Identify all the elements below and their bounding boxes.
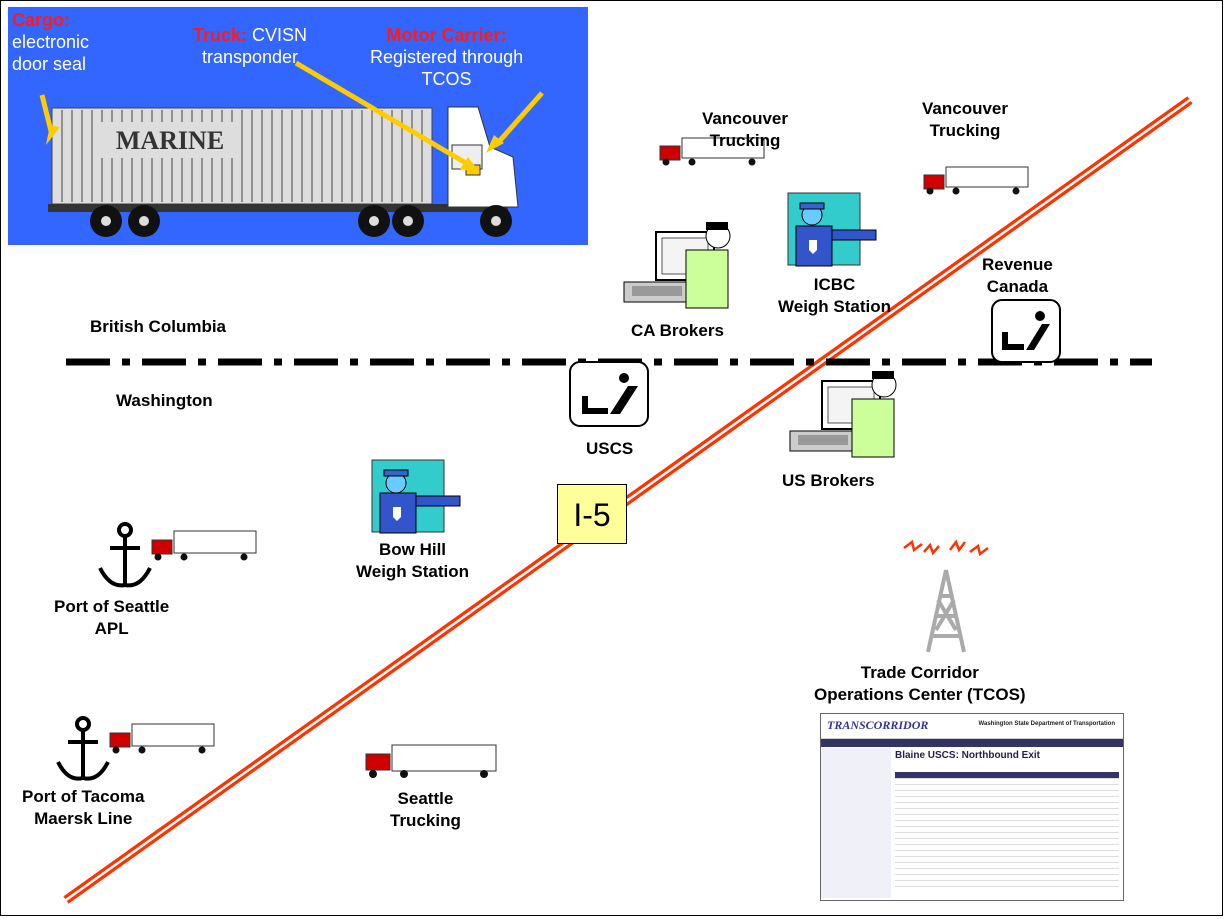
- carrier-line1: Registered through: [370, 47, 524, 67]
- truck-icon-vancouver-1: [659, 137, 765, 166]
- radio-tower-icon: [903, 539, 989, 653]
- broker-icon-ca: [623, 222, 731, 309]
- carrier-line2: TCOS: [421, 69, 472, 89]
- truck-icon-vancouver-2: [923, 166, 1029, 195]
- region-washington: Washington: [116, 391, 213, 410]
- tcos-web-screenshot: TRANSCORRIDOR Washington State Departmen…: [820, 713, 1124, 901]
- officer-icon-bow-hill: [371, 459, 461, 534]
- customs-icon-uscs: [569, 361, 649, 427]
- truck-icon-seattle-trucking: [365, 744, 497, 778]
- screen-sidebar: [821, 748, 891, 898]
- screen-nav-bar: [821, 739, 1123, 747]
- cargo-title: Cargo:: [12, 10, 70, 30]
- us-brokers-label: US Brokers: [782, 471, 875, 490]
- carrier-title: Motor Carrier:: [386, 25, 507, 45]
- truck-icon-seattle-port: [151, 530, 257, 561]
- wsdot-agency-text: Washington State Department of Transport…: [978, 721, 1115, 727]
- truck-icon-tacoma-port: [109, 723, 215, 754]
- ca-brokers-label: CA Brokers: [631, 321, 724, 340]
- highway-i5-line: [63, 96, 1193, 904]
- cargo-line2: door seal: [12, 54, 87, 74]
- container-marine-text: MARINE: [116, 126, 224, 155]
- screen-header: TRANSCORRIDOR Washington State Departmen…: [821, 714, 1123, 739]
- anchor-icon-tacoma: [56, 716, 110, 781]
- container-truck-illustration: MARINE: [39, 60, 544, 237]
- truck-title: Truck:: [193, 25, 248, 45]
- truck-line2: transponder: [201, 47, 299, 67]
- truck-caption: Truck: CVISN transponder: [193, 24, 307, 68]
- broker-icon-us: [789, 371, 897, 458]
- cargo-caption: Cargo: electronic door seal: [12, 9, 89, 75]
- uscs-label: USCS: [586, 439, 634, 458]
- transcorridor-logo: TRANSCORRIDOR: [827, 718, 929, 732]
- anchor-icon-seattle: [98, 522, 152, 588]
- customs-icon-revenue-canada: [991, 299, 1061, 363]
- region-british-columbia: British Columbia: [90, 317, 227, 336]
- i5-highway-badge: I-5: [557, 484, 627, 544]
- truck-banner: Cargo: electronic door seal Truck: CVISN…: [8, 7, 588, 245]
- officer-icon-icbc: [787, 192, 877, 267]
- screen-table: [895, 772, 1119, 887]
- carrier-caption: Motor Carrier: Registered through TCOS: [370, 24, 523, 90]
- truck-line1: CVISN: [252, 25, 308, 45]
- screen-title: Blaine USCS: Northbound Exit: [895, 750, 1040, 761]
- cargo-line1: electronic: [12, 32, 90, 52]
